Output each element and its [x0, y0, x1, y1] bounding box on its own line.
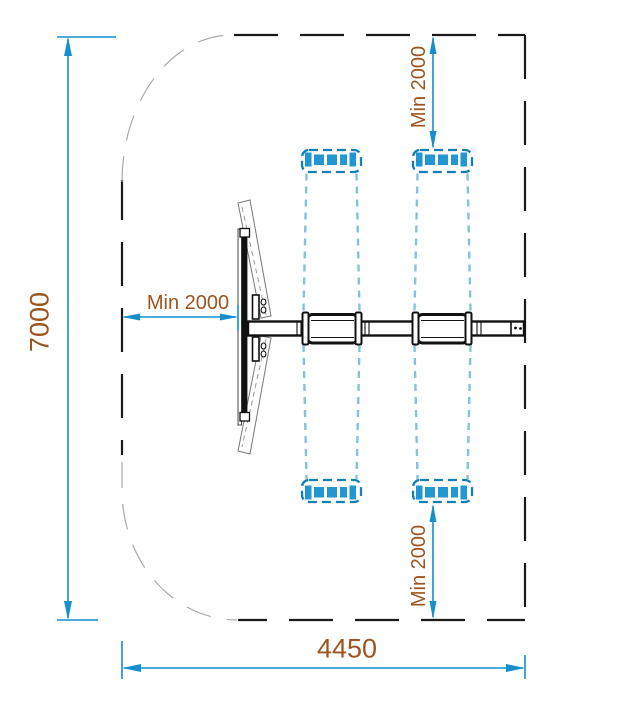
seat-body — [306, 313, 359, 345]
seat-hanger — [411, 311, 420, 346]
dimension-overall-height — [57, 36, 116, 621]
envelope-travel-line — [413, 344, 419, 480]
swing-frame — [237, 199, 526, 455]
overall-height-label: 7000 — [24, 291, 55, 353]
arrowhead-down — [429, 131, 437, 149]
dimension-overall-height-arrows — [64, 37, 72, 620]
frame-panel-bar — [241, 237, 248, 413]
arrowhead-right — [506, 664, 525, 672]
frame-panel-cap-top — [239, 227, 251, 238]
clearance-top-label: Min 2000 — [408, 45, 430, 129]
swing-beam — [246, 320, 526, 337]
frame-brackets — [251, 294, 260, 362]
swing-envelope-left — [302, 173, 361, 480]
beam-joints — [296, 322, 512, 335]
seat-extreme-position-slats — [305, 152, 467, 500]
envelope-travel-line — [466, 344, 472, 480]
seat-hanger — [464, 311, 473, 346]
dimension-clearance-bottom-arrows — [429, 504, 437, 619]
seat-front-position-left — [300, 148, 363, 174]
envelope-travel-line — [302, 344, 308, 480]
envelope-travel-line — [466, 173, 472, 313]
seat-front-position-right — [411, 148, 474, 174]
frame-panel-cap-bottom — [239, 411, 251, 422]
envelope-travel-line — [355, 344, 361, 480]
dimension-overall-width-arrows — [122, 664, 525, 672]
arrowhead-down — [429, 601, 437, 619]
seat-hanger — [301, 311, 310, 346]
arrowhead-left — [122, 313, 140, 321]
envelope-travel-line — [302, 173, 308, 313]
seat-extreme-position-outlines — [300, 148, 474, 504]
arrowhead-down — [64, 601, 72, 620]
arrowhead-up — [429, 504, 437, 522]
clearance-left-label: Min 2000 — [146, 292, 230, 314]
overall-width-label: 4450 — [316, 633, 378, 664]
boundary-bottomleft-arc — [121, 462, 238, 621]
boundary-topleft-arc — [121, 34, 233, 183]
swing-envelope-right — [413, 173, 472, 480]
seat-rear-position-left — [300, 478, 363, 504]
dimension-clearance-left — [124, 305, 239, 331]
swing-seat-left — [301, 311, 363, 346]
envelope-travel-line — [355, 173, 361, 313]
dimension-clearance-left-arrows — [122, 313, 238, 321]
arrowhead-left — [122, 664, 141, 672]
clearance-bottom-label: Min 2000 — [408, 524, 430, 608]
arrowhead-up — [64, 37, 72, 56]
dimension-clearance-top-arrows — [429, 36, 437, 149]
safety-zone-rounded-corners — [121, 34, 238, 621]
envelope-travel-line — [413, 173, 419, 313]
arrowhead-up — [429, 36, 437, 54]
beam-end-cap — [514, 326, 522, 330]
seat-body — [416, 313, 469, 345]
frame-bolts — [260, 298, 267, 358]
arrowhead-right — [220, 313, 238, 321]
seat-rear-position-right — [411, 478, 474, 504]
dimension-overall-width — [121, 641, 526, 679]
swing-seat-right — [411, 311, 473, 346]
seat-hanger — [354, 311, 363, 346]
